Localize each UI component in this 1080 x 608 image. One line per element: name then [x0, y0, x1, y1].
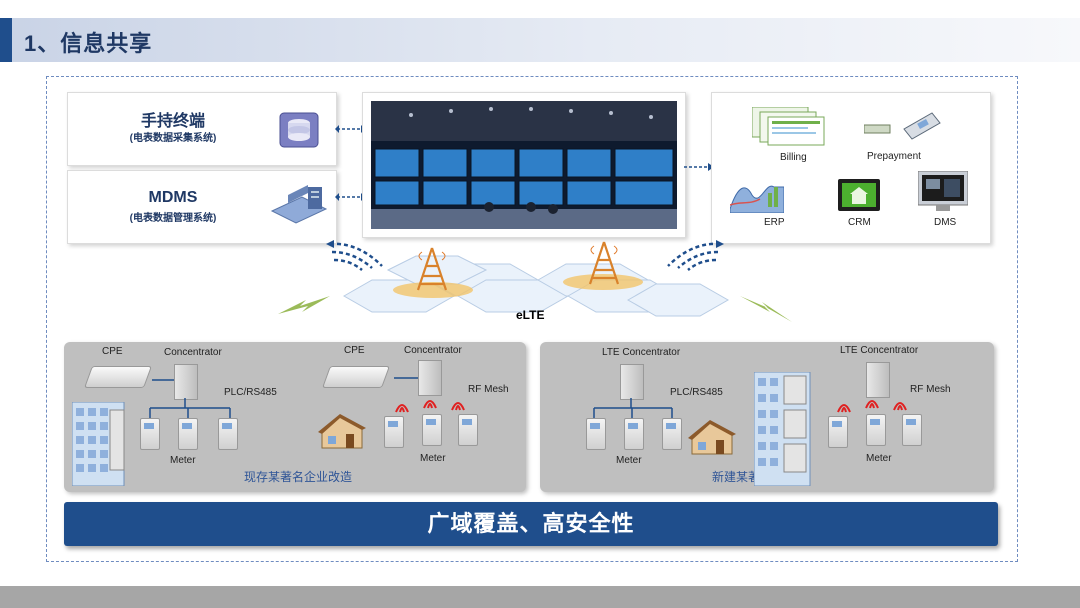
meter-device-icon [458, 414, 478, 446]
mdms-title: MDMS [108, 189, 238, 207]
rf-signal-icons [390, 394, 470, 416]
house-icon [688, 418, 738, 456]
erp-label: ERP [764, 217, 785, 228]
handheld-subtitle: (电表数据采集系统) [108, 129, 238, 144]
apps-card: Billing Prepayment ERP CRM DMS [711, 92, 991, 244]
elte-label: eLTE [516, 308, 544, 322]
meter-device-icon [624, 418, 644, 450]
prepayment-icon [864, 109, 946, 141]
meter-device-icon [140, 418, 160, 450]
server-icon [268, 183, 330, 227]
meter-device-icon [422, 414, 442, 446]
mdms-card: MDMS (电表数据管理系统) [67, 170, 337, 244]
meter-device-icon [828, 416, 848, 448]
meter-device-icon [384, 416, 404, 448]
billing-label: Billing [780, 152, 807, 163]
crm-icon [838, 179, 880, 211]
apps-link-arrow [684, 162, 714, 172]
meter-device-icon [218, 418, 238, 450]
building-icon [754, 372, 814, 486]
mdms-subtitle: (电表数据管理系统) [108, 209, 238, 224]
prepayment-label: Prepayment [867, 151, 921, 162]
meter-device-icon [586, 418, 606, 450]
tower-icon [412, 244, 452, 294]
billing-icon [752, 107, 828, 147]
erp-icon [730, 175, 784, 213]
page-title: 1、信息共享 [24, 26, 152, 58]
meter-device-icon [902, 414, 922, 446]
link-arrows [335, 120, 365, 210]
footer-bar [0, 586, 1080, 608]
lightning-icon [738, 294, 794, 324]
meter-device-icon [178, 418, 198, 450]
control-room-image [371, 101, 677, 229]
title-accent [0, 18, 12, 62]
meter-device-icon [866, 414, 886, 446]
existing-site-panel: CPE Concentrator CPE Concentrator PLC/RS… [64, 342, 526, 492]
house-icon [318, 412, 368, 452]
dms-label: DMS [934, 217, 956, 228]
tower-icon [584, 238, 624, 288]
title-bar: 1、信息共享 [0, 18, 1080, 62]
rf-signal-icons [832, 394, 912, 416]
summary-banner: 广域覆盖、高安全性 [64, 502, 998, 546]
new-site-panel: LTE Concentrator LTE Concentrator PLC/RS… [540, 342, 994, 492]
lightning-icon [276, 294, 332, 318]
database-icon [276, 111, 322, 151]
dms-icon [918, 171, 968, 213]
handheld-title: 手持终端 [108, 107, 238, 131]
control-room-card [362, 92, 686, 238]
meter-device-icon [662, 418, 682, 450]
building-icon [72, 402, 128, 486]
crm-label: CRM [848, 217, 871, 228]
handheld-terminal-card: 手持终端 (电表数据采集系统) [67, 92, 337, 166]
